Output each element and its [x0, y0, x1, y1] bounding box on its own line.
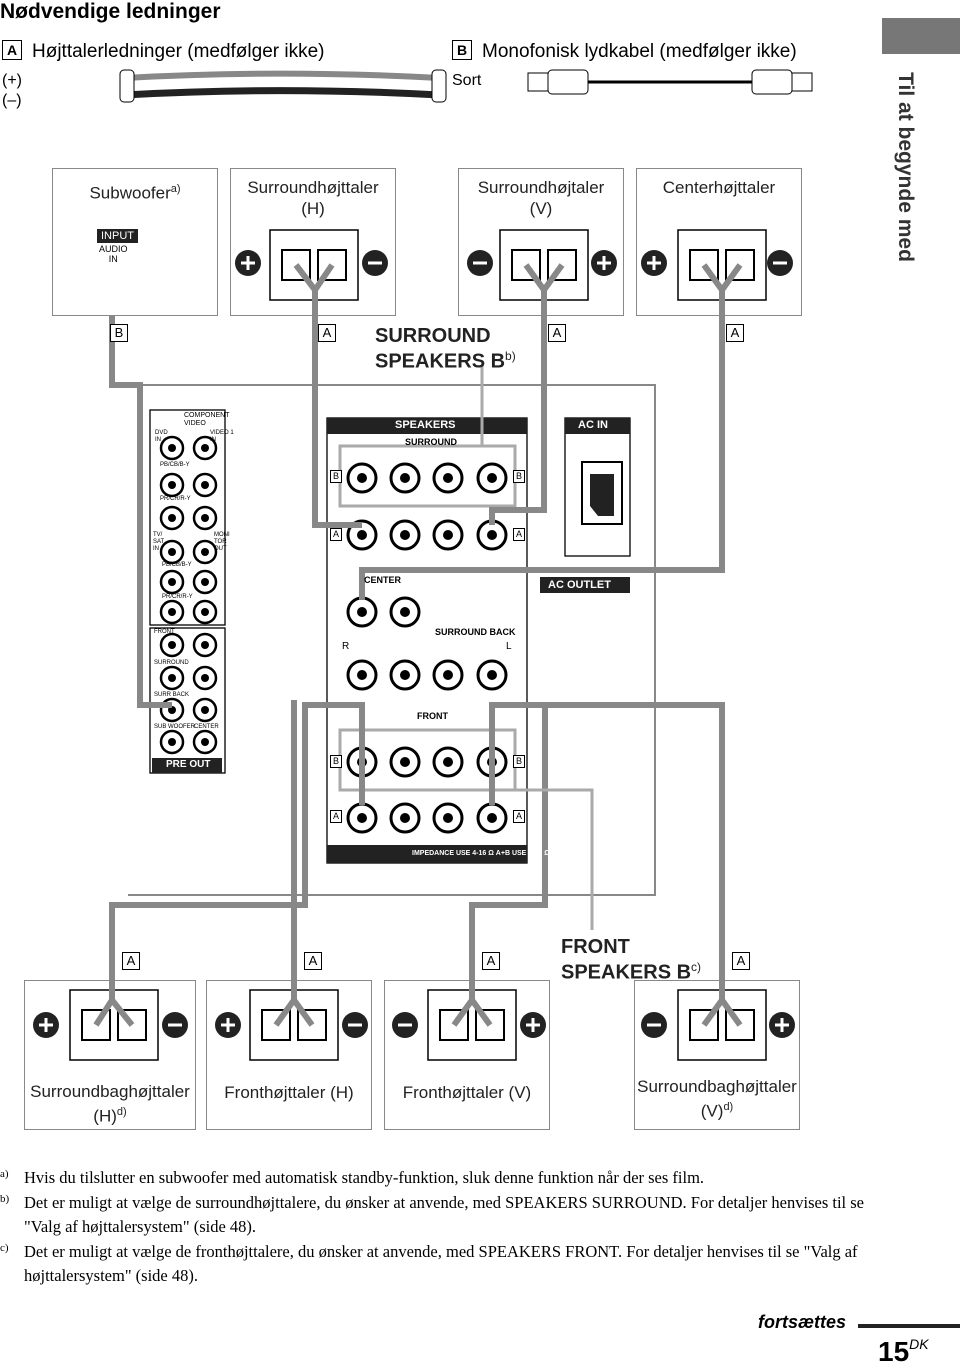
cable-a-plus: (+): [2, 72, 22, 89]
front-preout-label: FRONT: [154, 629, 175, 635]
cable-b-header: B Monofonisk lydkabel (medfølger ikke): [452, 40, 797, 63]
center-preout-label: CENTER: [194, 724, 219, 730]
tag-a-surround-right: A: [318, 324, 336, 342]
speakers-b-cables: [480, 365, 594, 930]
component-video-label: COMPONENT VIDEO: [184, 412, 230, 427]
front-right-label: Fronthøjttaler (H): [224, 1083, 354, 1102]
pr-label-1: PR/CR/R-Y: [160, 496, 191, 502]
speaker-cable-illustration: [119, 69, 447, 103]
audio-in-label: AUDIO IN: [99, 244, 128, 264]
front-speakers-b-title: FRONT SPEAKERS Bc): [561, 936, 702, 984]
speakers-center-label: CENTER: [364, 575, 402, 585]
surround-back-r-label: R: [342, 641, 350, 652]
dvd-in-label: DVD IN: [155, 430, 168, 443]
tag-a: A: [2, 40, 22, 60]
rca-cable-illustration: [527, 69, 813, 95]
terminal-tag-surround-b-right: B: [513, 470, 525, 483]
terminal-tag-surround-b-left: B: [330, 470, 342, 483]
surround-back-l-label: L: [506, 641, 512, 652]
front-right-box: Fronthøjttaler (H): [206, 980, 372, 1130]
pre-out-label: PRE OUT: [166, 759, 211, 770]
footnote-c: c)Det er muligt at vælge de fronthøjttal…: [0, 1242, 858, 1285]
terminal-tag-surround-a-left: A: [330, 528, 342, 541]
tag-a-surround-back-left: A: [732, 952, 750, 970]
surr-back-preout-label: SURR BACK: [154, 692, 190, 698]
surround-speakers-b-title: SURROUND SPEAKERS Bb): [375, 325, 516, 373]
surround-speaker-right-box: Surroundhøjttaler (H): [230, 168, 396, 316]
terminal-tag-front-b-right: B: [513, 755, 525, 768]
front-left-label: Fronthøjttaler (V): [402, 1083, 532, 1102]
continues-line: [858, 1324, 960, 1328]
front-left-box: Fronthøjttaler (V): [384, 980, 550, 1130]
tag-a-surround-left: A: [548, 324, 566, 342]
cable-a-label: Højttalerledninger (medfølger ikke): [32, 41, 325, 62]
surround-preout-label: SURROUND: [154, 660, 189, 666]
side-tab-marker: [882, 18, 960, 54]
impedance-label: IMPEDANCE USE 4-16 Ω A+B USE 8-16 Ω: [412, 850, 550, 857]
surround-back-left-label: Surroundbaghøjttaler (V)d): [637, 1077, 797, 1121]
center-speaker-box: Centerhøjttaler: [636, 168, 802, 316]
footnote-a: a)Hvis du tilslutter en subwoofer med au…: [0, 1168, 705, 1187]
page-number: 15DK: [878, 1336, 929, 1367]
monitor-out-label: MONI TOR OUT: [214, 532, 230, 552]
tag-a-front-right: A: [304, 952, 322, 970]
terminal-tag-front-a-left: A: [330, 810, 342, 823]
cable-a-minus: (–): [2, 92, 22, 109]
surround-back-label: SURROUND BACK: [435, 627, 516, 637]
speakers-label: SPEAKERS: [395, 419, 456, 431]
surround-back-right-label: Surroundbaghøjttaler (H)d): [30, 1082, 190, 1126]
ac-in-label: AC IN: [578, 419, 608, 431]
subwoofer-box: Subwoofera) INPUT AUDIO IN: [52, 168, 218, 316]
cable-b-black-label: Sort: [452, 72, 482, 89]
terminal-tag-front-b-left: B: [330, 755, 342, 768]
center-label: Centerhøjttaler: [662, 178, 776, 197]
speaker-cables: [93, 263, 743, 1027]
pr-label-2: PR/CR/R-Y: [162, 594, 193, 600]
surround-back-left-box: Surroundbaghøjttaler (V)d): [634, 980, 800, 1130]
speakers-front-label: FRONT: [417, 711, 448, 721]
page-title: Nødvendige ledninger: [0, 0, 221, 23]
terminal-tag-surround-a-right: A: [513, 528, 525, 541]
tag-a-surround-back-right: A: [122, 952, 140, 970]
tag-a-center: A: [726, 324, 744, 342]
tag-b: B: [452, 40, 472, 60]
surround-back-right-box: Surroundbaghøjttaler (H)d): [24, 980, 196, 1130]
surround-right-label: Surroundhøjttaler (H): [247, 178, 379, 218]
surround-speaker-left-box: Surroundhøjtaler (V): [458, 168, 624, 316]
footnote-b: b)Det er muligt at vælge de surroundhøjt…: [0, 1193, 864, 1236]
pb-label-2: PB/CB/B-Y: [162, 562, 192, 568]
receiver-rear-panel: [128, 384, 656, 896]
tv-sat-label: TV/ SAT IN: [153, 532, 165, 552]
pb-label-1: PB/CB/B-Y: [160, 462, 190, 468]
terminal-tag-front-a-right: A: [513, 810, 525, 823]
tag-b-subwoofer: B: [110, 324, 128, 342]
subwoofer-preout-label: SUB WOOFER: [154, 724, 196, 730]
tag-a-front-left: A: [482, 952, 500, 970]
input-badge: INPUT: [97, 229, 138, 243]
video1-in-label: VIDEO 1 IN: [210, 430, 234, 443]
ac-outlet-label: AC OUTLET: [548, 579, 611, 591]
cable-a-header: A Højttalerledninger (medfølger ikke): [2, 40, 325, 63]
continues-label: fortsættes: [758, 1312, 847, 1332]
cable-b-label: Monofonisk lydkabel (medfølger ikke): [482, 41, 797, 62]
surround-left-label: Surroundhøjtaler (V): [477, 178, 605, 218]
speakers-surround-label: SURROUND: [405, 437, 458, 447]
subwoofer-label: Subwoofera): [89, 183, 181, 203]
